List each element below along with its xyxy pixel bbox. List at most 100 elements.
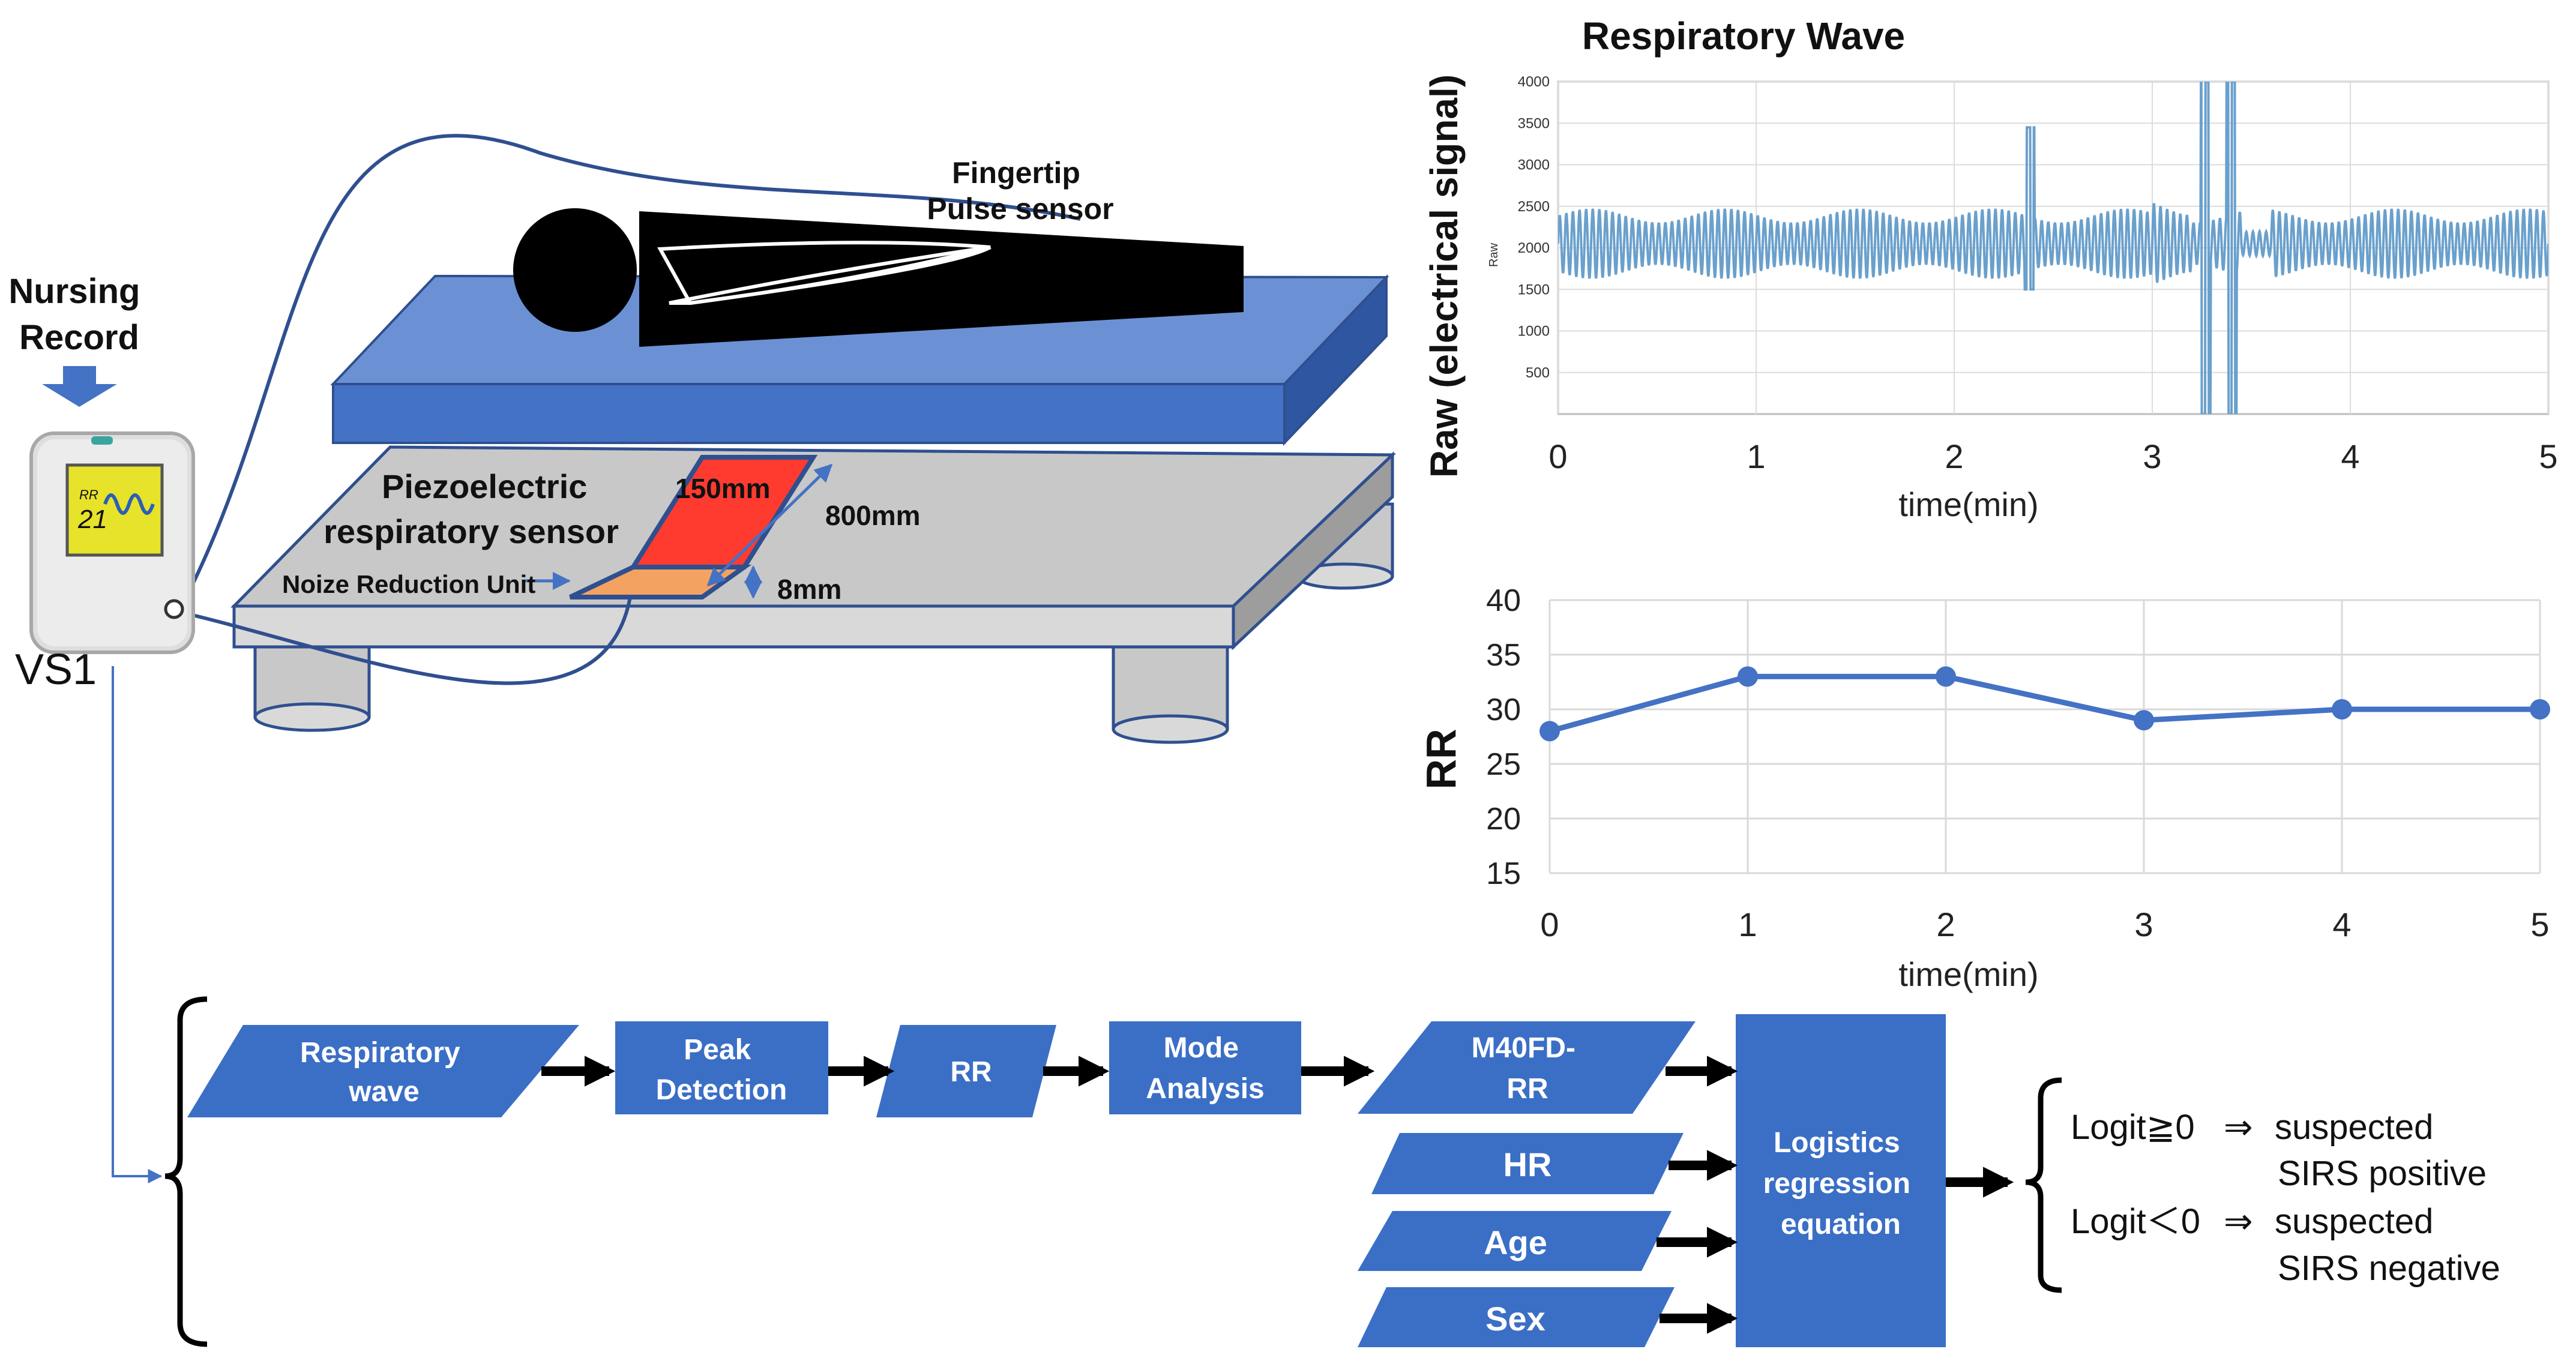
mode-analysis-line-1: Mode bbox=[1164, 1032, 1239, 1064]
down-arrow-icon bbox=[42, 366, 117, 407]
m40fd-rr-box bbox=[1358, 1021, 1696, 1114]
bed-frame bbox=[230, 445, 1397, 650]
mode-analysis-line-2: Analysis bbox=[1146, 1073, 1264, 1105]
wave-y-tick-2500: 2500 bbox=[1518, 199, 1550, 215]
wave-ylabel: Raw (electrical signal) bbox=[1422, 74, 1466, 478]
noise-unit-label: Noize Reduction Unit bbox=[282, 570, 535, 598]
device-name: VS1 bbox=[15, 646, 97, 694]
rr-y-tick-30: 30 bbox=[1486, 693, 1521, 727]
peak-detection-line-2: Detection bbox=[656, 1074, 787, 1106]
respiratory-wave-chart: Respiratory Wave 50010001500200025003000… bbox=[1422, 14, 2558, 523]
m40fd-rr-label: M40FD- RR bbox=[1472, 1032, 1584, 1105]
respiratory-wave-box bbox=[187, 1025, 579, 1117]
rr-x-tick-0: 0 bbox=[1540, 906, 1559, 943]
fingertip-sensor-label: Fingertip Pulse sensor bbox=[927, 156, 1113, 226]
respiratory-wave-label: Respiratory wave bbox=[300, 1037, 468, 1108]
sex-box bbox=[1358, 1287, 1675, 1347]
patient-silhouette bbox=[513, 208, 1244, 347]
right-bracket bbox=[2025, 1077, 2062, 1293]
piezo-sensor-label: Piezoelectric respiratory sensor bbox=[324, 467, 619, 550]
rr-x-ticks: 0 1 2 3 4 5 bbox=[1540, 906, 2549, 943]
rr-point-1 bbox=[1738, 666, 1758, 687]
m40fd-rr-line-1: M40FD- bbox=[1472, 1032, 1575, 1064]
rr-box bbox=[876, 1025, 1056, 1117]
wave-x-tick-2: 2 bbox=[1945, 437, 1963, 475]
hr-label: HR bbox=[1503, 1146, 1552, 1183]
outcome-negative-text-2: SIRS negative bbox=[2278, 1249, 2500, 1288]
left-bracket bbox=[164, 996, 208, 1347]
bed-illustration: RR 21 Nursing Record VS1 Fingertip Pulse… bbox=[8, 134, 1397, 744]
analysis-flow: Respiratory wave Peak Detection RR Mode … bbox=[112, 666, 2500, 1347]
wave-x-tick-4: 4 bbox=[2341, 437, 2359, 475]
fingertip-line-2: Pulse sensor bbox=[927, 192, 1113, 226]
wave-y-tick-500: 500 bbox=[1526, 365, 1550, 381]
dim-width-label: 150mm bbox=[675, 473, 771, 504]
peak-detection-box bbox=[615, 1021, 828, 1114]
cables bbox=[178, 134, 1081, 685]
wave-series-line bbox=[1558, 82, 2548, 414]
flow-arrows bbox=[541, 1056, 2014, 1334]
vs1-device: RR 21 bbox=[29, 431, 195, 654]
rr-series-points bbox=[1539, 666, 2550, 742]
rr-xlabel: time(min) bbox=[1898, 955, 2038, 993]
logistics-line-2: regression bbox=[1763, 1168, 1910, 1200]
wave-x-tick-3: 3 bbox=[2143, 437, 2161, 475]
rr-grid bbox=[1548, 599, 2541, 874]
rr-x-tick-5: 5 bbox=[2530, 906, 2549, 943]
wave-x-tick-1: 1 bbox=[1747, 437, 1765, 475]
nursing-record-line-1: Nursing bbox=[8, 272, 140, 311]
rr-ylabel: RR bbox=[1418, 729, 1464, 789]
peak-detection-label: Peak Detection bbox=[656, 1034, 787, 1106]
mode-analysis-label: Mode Analysis bbox=[1146, 1032, 1264, 1105]
age-label: Age bbox=[1484, 1224, 1547, 1261]
piezo-line-1: Piezoelectric bbox=[382, 467, 587, 505]
wave-inner-ylabel: Raw bbox=[1487, 242, 1500, 267]
wave-xlabel: time(min) bbox=[1898, 485, 2038, 523]
m40fd-rr-line-2: RR bbox=[1506, 1073, 1548, 1105]
sex-label: Sex bbox=[1485, 1300, 1545, 1338]
rr-x-tick-4: 4 bbox=[2332, 906, 2351, 943]
rr-y-tick-40: 40 bbox=[1486, 583, 1521, 618]
hr-box bbox=[1371, 1133, 1684, 1194]
outcome-positive-arrow: ⇒ bbox=[2224, 1108, 2253, 1147]
wave-y-tick-1000: 1000 bbox=[1518, 323, 1550, 340]
nursing-record-line-2: Record bbox=[19, 318, 139, 357]
outcome-positive-condition: Logit≧0 bbox=[2071, 1108, 2195, 1147]
rr-x-tick-2: 2 bbox=[1936, 906, 1955, 943]
wave-x-ticks: 0 1 2 3 4 5 bbox=[1548, 437, 2557, 475]
respiratory-wave-line-1: Respiratory bbox=[300, 1037, 460, 1069]
device-screen-value: 21 bbox=[77, 505, 107, 534]
rr-x-tick-1: 1 bbox=[1738, 906, 1757, 943]
outcome-positive-text-2: SIRS positive bbox=[2278, 1154, 2487, 1193]
vs1-connector bbox=[112, 666, 163, 1183]
logistics-line-3: equation bbox=[1781, 1209, 1901, 1240]
rr-x-tick-3: 3 bbox=[2134, 906, 2153, 943]
mode-analysis-box bbox=[1109, 1021, 1301, 1114]
wave-x-tick-5: 5 bbox=[2539, 437, 2557, 475]
age-box bbox=[1358, 1211, 1672, 1271]
outcome-negative-text-1: suspected bbox=[2275, 1202, 2433, 1241]
wave-y-tick-2000: 2000 bbox=[1518, 240, 1550, 256]
wave-x-tick-0: 0 bbox=[1548, 437, 1567, 475]
logistics-label: Logistics regression equation bbox=[1763, 1127, 1919, 1240]
rr-y-tick-25: 25 bbox=[1486, 747, 1521, 782]
wave-y-tick-4000: 4000 bbox=[1518, 74, 1550, 90]
respiratory-wave-line-2: wave bbox=[348, 1076, 419, 1108]
wave-y-tick-3000: 3000 bbox=[1518, 157, 1550, 173]
piezo-line-2: respiratory sensor bbox=[324, 512, 619, 550]
outcome-negative-condition: Logit＜0 bbox=[2071, 1202, 2200, 1241]
dimension-arrows bbox=[525, 463, 833, 599]
dim-length-label: 800mm bbox=[825, 500, 921, 531]
dim-thickness-label: 8mm bbox=[777, 574, 841, 605]
peak-detection-line-1: Peak bbox=[684, 1034, 751, 1066]
rr-y-tick-35: 35 bbox=[1486, 638, 1521, 673]
rr-y-tick-20: 20 bbox=[1486, 802, 1521, 837]
fingertip-line-1: Fingertip bbox=[952, 156, 1080, 190]
rr-point-2 bbox=[1936, 666, 1956, 687]
logistics-box bbox=[1736, 1014, 1946, 1347]
nursing-record-label: Nursing Record bbox=[8, 272, 149, 357]
device-screen-label: RR bbox=[79, 487, 98, 502]
